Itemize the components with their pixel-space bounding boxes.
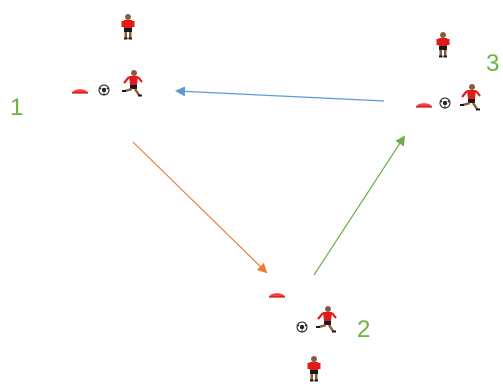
ball-icon [440, 98, 450, 108]
station-1-label: 1 [10, 96, 23, 120]
ball-icon [297, 322, 307, 332]
player-standing-icon [122, 14, 135, 40]
station-2-group [269, 293, 336, 381]
station-2-label: 2 [357, 318, 370, 342]
player-kicking-icon [460, 84, 480, 111]
cone-icon [72, 89, 88, 93]
player-standing-icon [437, 32, 450, 58]
pass-arrow-2-to-3 [314, 137, 404, 275]
player-kicking-icon [122, 70, 142, 97]
cone-icon [416, 103, 432, 107]
player-standing-icon [308, 356, 321, 382]
pass-arrow-1-to-2 [133, 142, 266, 272]
station-3-label: 3 [486, 52, 499, 76]
station-3-group [416, 32, 480, 111]
player-kicking-icon [316, 306, 336, 333]
station-1-group [72, 14, 142, 97]
ball-icon [99, 85, 109, 95]
pass-arrow-3-to-1 [177, 91, 384, 101]
cone-icon [269, 293, 285, 297]
